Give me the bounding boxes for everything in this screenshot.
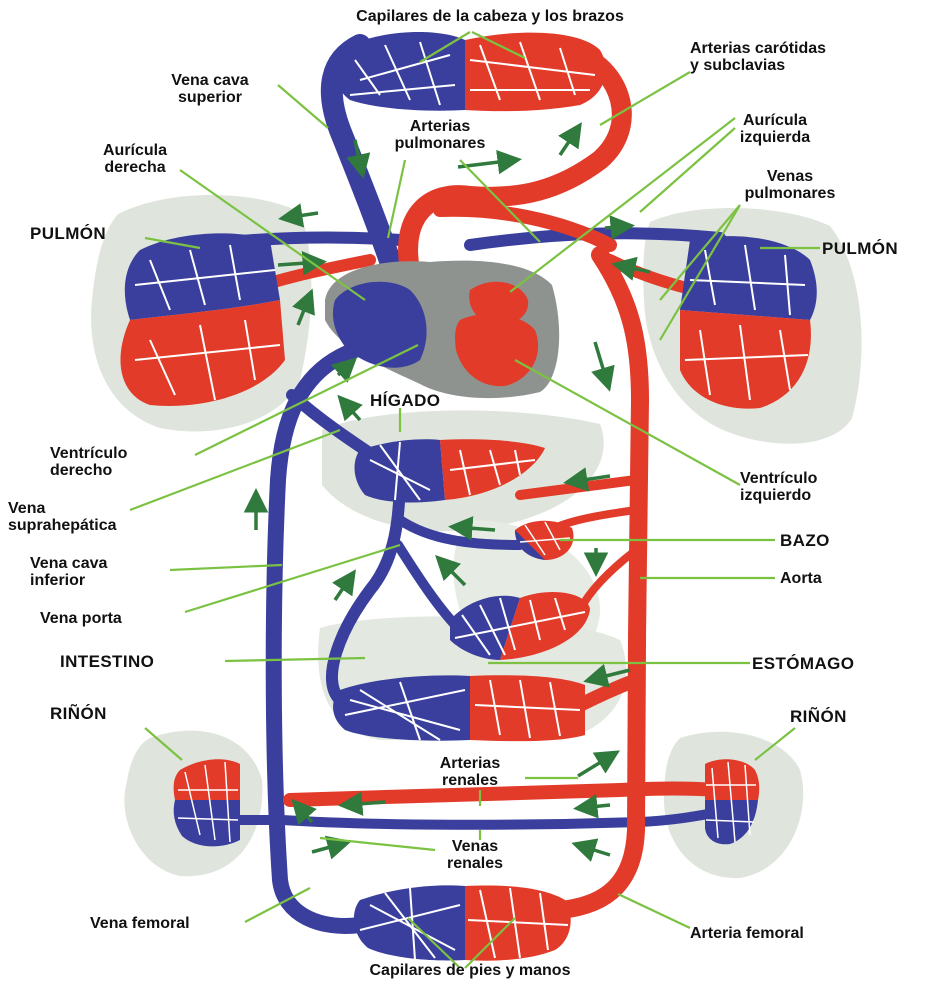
label-renal-veins: Venas renales (425, 838, 525, 872)
label-inferior-vena-cava: Vena cava inferior (30, 555, 107, 589)
label-left-kidney: RIÑÓN (50, 705, 107, 722)
left-lung-capillaries (120, 233, 285, 406)
feet-capillaries (354, 885, 571, 960)
label-head-capillaries: Capilares de la cabeza y los brazos (255, 8, 725, 25)
right-lung-capillaries (680, 236, 817, 409)
label-carotid-arteries: Arterias carótidas y subclavias (690, 40, 826, 74)
label-right-atrium: Aurícula derecha (75, 142, 195, 176)
label-right-kidney: RIÑÓN (790, 708, 847, 725)
label-liver: HÍGADO (370, 392, 440, 409)
intestine-capillaries (333, 675, 585, 741)
label-portal-vein: Vena porta (40, 610, 122, 627)
label-left-lung: PULMÓN (30, 225, 106, 242)
renal-artery (290, 789, 715, 801)
label-stomach: ESTÓMAGO (752, 655, 854, 672)
label-renal-arteries: Arterias renales (415, 755, 525, 789)
label-superior-vena-cava: Vena cava superior (140, 72, 280, 106)
label-aorta: Aorta (780, 570, 822, 587)
left-kidney-capillaries (174, 759, 240, 846)
renal-vein (282, 812, 720, 825)
label-pulmonary-arteries: Arterias pulmonares (380, 118, 500, 152)
label-femoral-vein: Vena femoral (90, 915, 190, 932)
label-suprahepatic-vein: Vena suprahepática (8, 500, 116, 534)
label-spleen: BAZO (780, 532, 830, 549)
label-right-lung: PULMÓN (822, 240, 898, 257)
label-femoral-artery: Arteria femoral (690, 925, 804, 942)
label-left-atrium: Aurícula izquierda (720, 112, 830, 146)
label-feet-capillaries: Capilares de pies y manos (300, 962, 640, 979)
label-intestine: INTESTINO (60, 653, 154, 670)
label-pulmonary-veins: Venas pulmonares (725, 168, 855, 202)
label-right-ventricle: Ventrículo derecho (50, 445, 180, 479)
head-capillaries (333, 32, 605, 111)
label-left-ventricle: Ventrículo izquierdo (740, 470, 860, 504)
